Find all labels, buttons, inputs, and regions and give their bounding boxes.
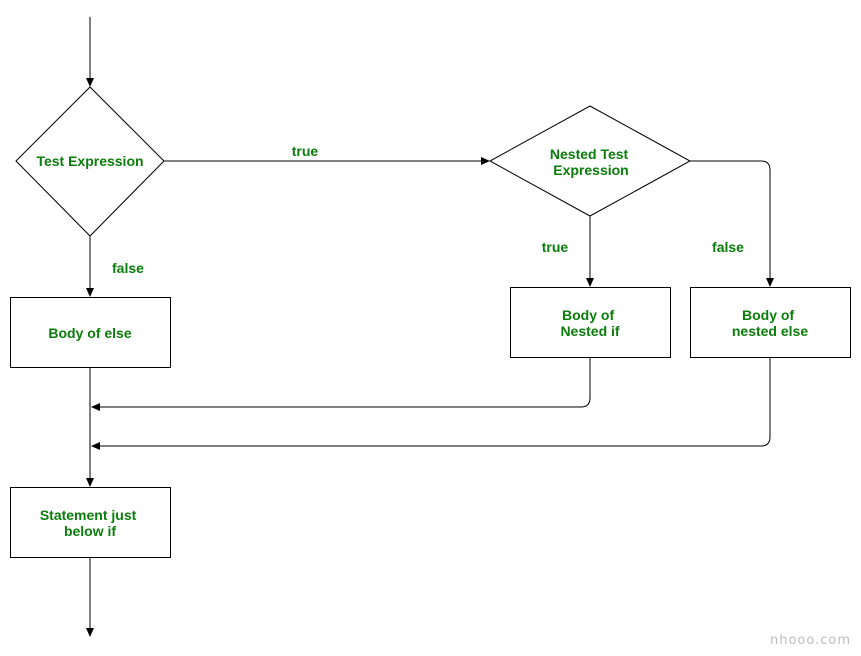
nested-false-label: false bbox=[712, 239, 744, 255]
test-false-label: false bbox=[112, 260, 144, 276]
test-true-label: true bbox=[292, 143, 319, 159]
nested-test-expression-line-1: Nested Test bbox=[550, 146, 629, 162]
body-of-nested-if-label: Body of Nested if bbox=[560, 307, 619, 339]
body-of-nested-if-box bbox=[510, 287, 671, 358]
body-of-else-label: Body of else bbox=[48, 325, 131, 341]
test-expression-node: Test Expression bbox=[15, 86, 165, 237]
body-of-nested-else-node: Body of nested else bbox=[690, 287, 851, 358]
connectors bbox=[86, 17, 774, 637]
test-expression-line-1: Test Expression bbox=[36, 153, 143, 169]
body-of-nested-else-box bbox=[690, 287, 851, 358]
statement-below-if-node: Statement just below if bbox=[10, 487, 171, 558]
nested-else-return-arrow bbox=[91, 357, 771, 450]
statement-below-if-box bbox=[10, 487, 171, 558]
body-of-else-node: Body of else bbox=[10, 297, 171, 368]
nested-true-label: true bbox=[542, 239, 569, 255]
body-of-nested-if-node: Body of Nested if bbox=[510, 287, 671, 358]
nested-test-expression-label: Nested Test Expression bbox=[550, 146, 632, 178]
body-of-nested-else-line-1: Body of bbox=[742, 307, 794, 323]
body-of-nested-if-line-2: Nested if bbox=[560, 323, 619, 339]
nested-test-expression-node: Nested Test Expression bbox=[488, 105, 692, 217]
nested-test-expression-diamond bbox=[488, 105, 692, 217]
body-of-nested-if-line-1: Body of bbox=[562, 307, 614, 323]
statement-below-if-line-2: below if bbox=[64, 523, 116, 539]
body-of-else-box bbox=[10, 297, 171, 368]
nested-false-arrow bbox=[690, 160, 774, 287]
test-expression-label: Test Expression bbox=[36, 153, 143, 169]
body-of-else-line-1: Body of else bbox=[48, 325, 131, 341]
nested-test-expression-line-2: Expression bbox=[553, 162, 628, 178]
nested-if-return-arrow bbox=[91, 357, 591, 411]
test-expression-diamond bbox=[15, 86, 165, 237]
body-of-nested-else-line-2: nested else bbox=[732, 323, 808, 339]
watermark: nhooo.com bbox=[770, 633, 851, 648]
statement-below-if-label: Statement just below if bbox=[40, 507, 140, 539]
body-of-nested-else-label: Body of nested else bbox=[732, 307, 808, 339]
statement-below-if-line-1: Statement just bbox=[40, 507, 137, 523]
